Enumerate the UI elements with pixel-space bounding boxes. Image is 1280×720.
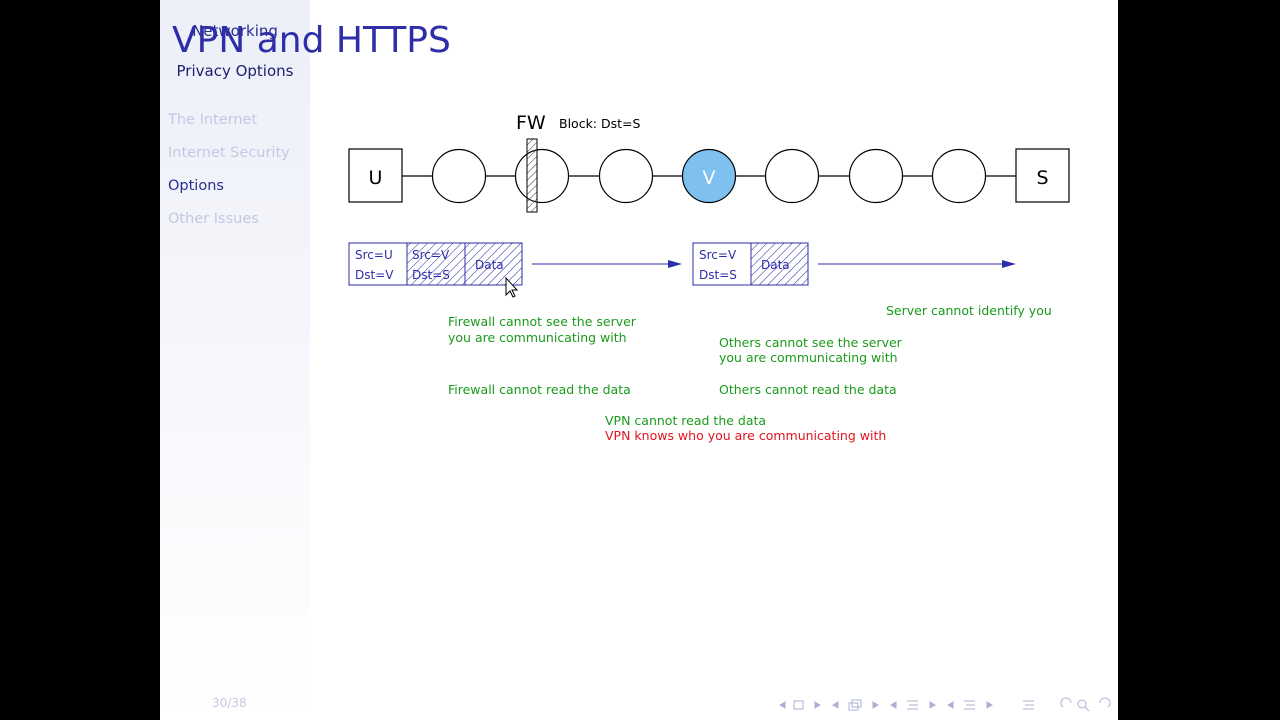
firewall-label: FW xyxy=(516,112,546,134)
packet1-data xyxy=(464,242,523,286)
packet2-dst: Dst=S xyxy=(699,268,737,282)
server-node xyxy=(1015,148,1070,203)
packet1-src: Src=U xyxy=(355,248,393,262)
packet1-outer-header xyxy=(348,242,408,286)
router-node xyxy=(598,148,654,204)
router-node xyxy=(931,148,987,204)
note-fw-data: Firewall cannot read the data xyxy=(448,382,631,397)
packet2-data xyxy=(750,242,809,286)
slide: Networking Privacy Options The Internet … xyxy=(160,0,1118,720)
note-vpn-knows: VPN knows who you are communicating with xyxy=(605,428,886,443)
sidebar-item-the-internet[interactable]: The Internet xyxy=(168,112,258,128)
sidebar-section[interactable]: Networking xyxy=(192,22,278,40)
router-node xyxy=(514,148,570,204)
page-number: 30/38 xyxy=(212,696,247,710)
packet1-arrowhead xyxy=(668,260,682,268)
user-node xyxy=(348,148,403,203)
note-others-server-2: you are communicating with xyxy=(719,350,898,365)
note-fw-server-2: you are communicating with xyxy=(448,330,627,345)
note-server-identify: Server cannot identify you xyxy=(886,303,1052,318)
packet2-header xyxy=(692,242,752,286)
server-node-label: S xyxy=(1036,167,1048,189)
user-node-label: U xyxy=(369,167,383,189)
packet1-inner-src: Src=V xyxy=(412,248,450,262)
packet1-dst: Dst=V xyxy=(355,268,394,282)
router-node xyxy=(764,148,820,204)
packet1-inner-header xyxy=(406,242,466,286)
packet1-data-label: Data xyxy=(475,258,504,272)
packet2-src: Src=V xyxy=(699,248,737,262)
firewall-bar xyxy=(526,138,538,213)
note-vpn-data: VPN cannot read the data xyxy=(605,413,766,428)
note-others-server-1: Others cannot see the server xyxy=(719,335,903,350)
sidebar: Networking Privacy Options The Internet … xyxy=(160,0,310,720)
packet1-inner-dst: Dst=S xyxy=(412,268,450,282)
slide-title: VPN and HTTPS xyxy=(172,20,451,61)
mouse-cursor-icon xyxy=(505,276,519,298)
sidebar-item-other-issues[interactable]: Other Issues xyxy=(168,211,259,227)
sidebar-item-internet-security[interactable]: Internet Security xyxy=(168,145,290,161)
note-others-data: Others cannot read the data xyxy=(719,382,897,397)
router-node xyxy=(848,148,904,204)
firewall-rule: Block: Dst=S xyxy=(559,116,641,131)
sidebar-item-options[interactable]: Options xyxy=(168,178,224,194)
vpn-node xyxy=(681,148,737,204)
router-node xyxy=(431,148,487,204)
note-fw-server-1: Firewall cannot see the server xyxy=(448,314,637,329)
packet2-data-label: Data xyxy=(761,258,790,272)
vpn-node-label: V xyxy=(703,167,716,189)
packet2-arrowhead xyxy=(1002,260,1016,268)
sidebar-subsection[interactable]: Privacy Options xyxy=(176,62,294,80)
